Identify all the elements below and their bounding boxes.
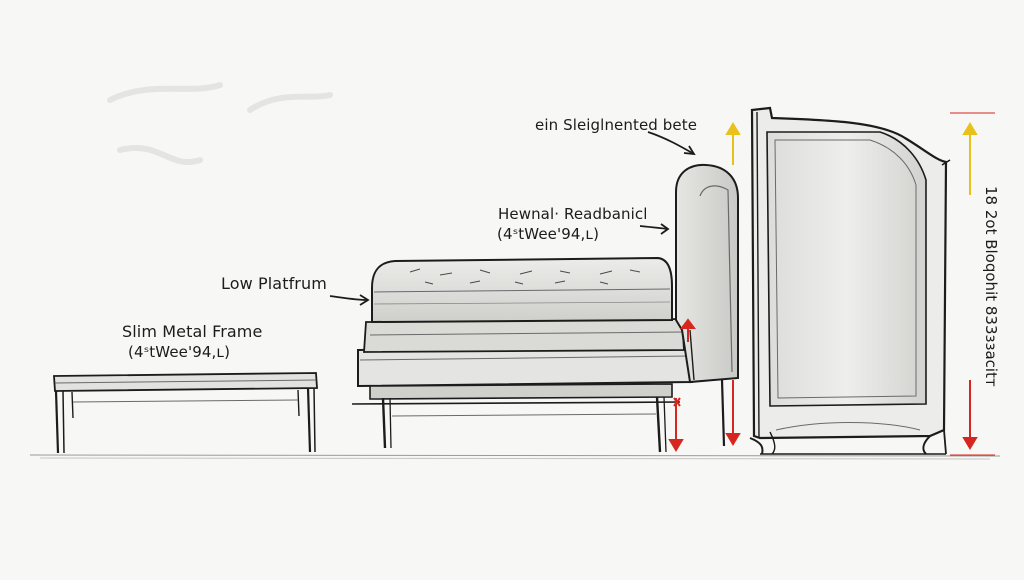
headboard-title: Hewnal· Readbanicl	[498, 205, 648, 223]
low-platform-bed-drawing	[351, 256, 694, 453]
label-pointer-arrows	[329, 131, 696, 306]
sleigh-bed-panel-drawing	[749, 106, 951, 455]
slim-frame-dims: (4ˢtWee'94,ʟ)	[128, 343, 231, 361]
upholstered-headboard-drawing	[675, 163, 739, 447]
arrow-headboard	[639, 225, 669, 230]
slim-frame-title: Slim Metal Frame	[122, 322, 263, 341]
red-height-markers	[668, 112, 995, 456]
sleigh-bed-title: ein Sleiglnented bete	[535, 116, 698, 134]
headboard-dims: (4ˢtWee'94,ʟ)	[497, 225, 600, 243]
arrow-sleigh	[647, 131, 695, 155]
arrow-low-platform	[329, 295, 369, 301]
yellow-height-markers	[725, 122, 978, 195]
low-platform-title: Low Platfrum	[221, 274, 327, 293]
faint-sketch-marks	[107, 82, 333, 165]
ground-line	[29, 454, 1001, 460]
slim-metal-frame-drawing	[53, 372, 318, 454]
height-dimension-label: 18 2ot Bloqohit 833ɜɜacitт	[982, 186, 1000, 387]
